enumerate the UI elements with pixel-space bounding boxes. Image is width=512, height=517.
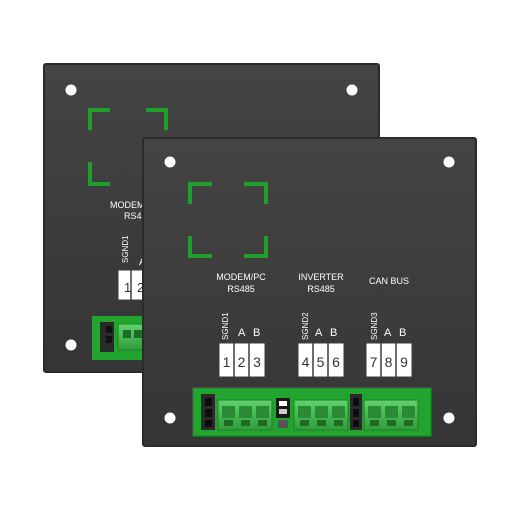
terminal-group-inverter: INVERTER RS485 SGND2 A B 4 5 6 [297, 272, 345, 378]
front-mount-hole-bl [164, 412, 176, 424]
group-label-inverter-line1: INVERTER [298, 272, 344, 282]
terminal-box-2 [297, 342, 345, 378]
terminal-connector-3 [363, 399, 419, 431]
back-terminal-1: 1 [124, 280, 131, 295]
sgnd-label-2: SGND2 [301, 312, 310, 340]
front-status-window-bracket [188, 182, 268, 258]
terminal-number-5: 5 [317, 354, 325, 370]
group-label-inverter-line2: RS485 [307, 284, 335, 294]
terminal-number-8: 8 [385, 354, 393, 370]
terminal-group-canbus: CAN BUS SGND3 A B 7 8 9 [365, 276, 413, 378]
front-mount-hole-br [443, 412, 455, 424]
group-label-modem-line2: RS485 [227, 284, 255, 294]
front-module: MODEM/PC RS485 SGND1 A B 1 2 3 INVERTER … [142, 137, 477, 447]
terminal-connector-1 [217, 399, 273, 431]
group-label-modem-line1: MODEM/PC [216, 272, 266, 282]
back-partial-label-1: MODEM [110, 200, 145, 210]
terminal-box-3 [365, 342, 413, 378]
col-a-label-1: A [238, 327, 246, 339]
col-b-label-2: B [330, 327, 337, 339]
terminal-group-modem: MODEM/PC RS485 SGND1 A B 1 2 3 [216, 272, 266, 378]
col-a-label-2: A [315, 327, 323, 339]
terminal-box-1 [218, 342, 266, 378]
terminal-number-1: 1 [223, 354, 231, 370]
terminal-number-9: 9 [400, 354, 408, 370]
front-mount-hole-tl [164, 156, 176, 168]
back-status-window-bracket [88, 108, 168, 186]
terminal-number-7: 7 [370, 354, 378, 370]
col-b-label-3: B [399, 327, 406, 339]
sgnd-label-1: SGND1 [221, 312, 230, 340]
col-a-label-3: A [384, 327, 392, 339]
terminal-number-6: 6 [332, 354, 340, 370]
terminal-number-4: 4 [302, 354, 310, 370]
dip-switch [276, 398, 290, 428]
back-mount-hole-bl [65, 339, 77, 351]
back-partial-label-2: RS4 [124, 211, 142, 221]
back-terminal-2: 2 [137, 280, 144, 295]
back-mount-hole-tr [346, 84, 358, 96]
sgnd-label-3: SGND3 [370, 312, 379, 340]
terminal-number-3: 3 [253, 354, 261, 370]
pcb-strip [192, 387, 432, 437]
back-sgnd-label: SGND1 [121, 235, 130, 263]
group-label-canbus-line1: CAN BUS [369, 276, 409, 286]
back-mount-hole-tl [65, 84, 77, 96]
front-mount-hole-tr [443, 156, 455, 168]
terminal-number-2: 2 [238, 354, 246, 370]
terminal-connector-2 [293, 399, 349, 431]
col-b-label-1: B [253, 327, 260, 339]
